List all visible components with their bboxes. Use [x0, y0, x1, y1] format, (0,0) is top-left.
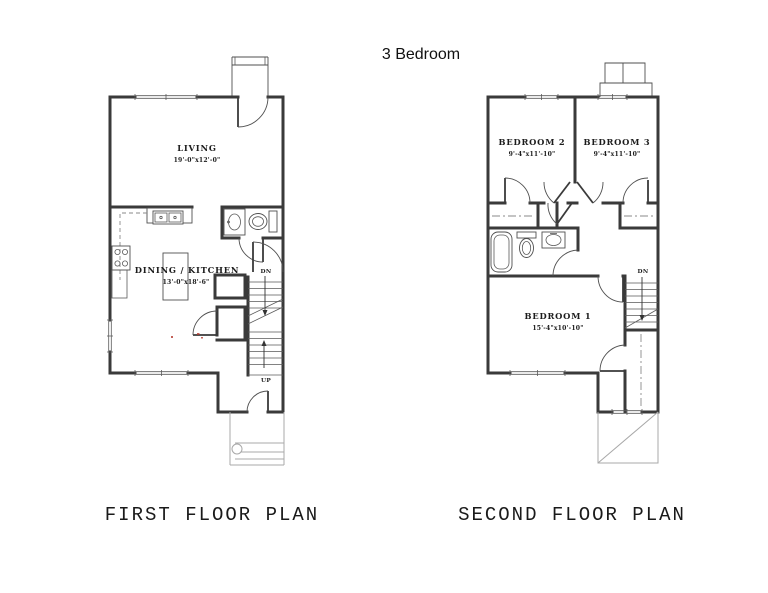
second-floor-stairs: DN — [624, 269, 659, 329]
toilet-tank — [268, 210, 278, 233]
second-floor-plan-drawing: DN BEDROOM 2 9'-4"x11'-10" BEDROOM 3 9'-… — [486, 62, 660, 464]
range-stove — [111, 245, 131, 271]
bathroom-vanity — [223, 208, 246, 236]
second-floor-caption: SECOND FLOOR PLAN — [458, 504, 686, 526]
toilet-tank — [516, 231, 537, 239]
entry-vestibule — [231, 56, 269, 97]
first-floor-plan-drawing: DN UP LIVING 19'-0"x12'-0" DINING / KITC… — [107, 56, 285, 466]
bedroom2-dims: 9'-4"x11'-10" — [509, 151, 556, 158]
first-floor-stairs: DN UP — [247, 269, 284, 384]
second-floor-doors — [504, 177, 649, 372]
closet-centerlines — [492, 215, 654, 408]
sheet-title: 3 Bedroom — [381, 46, 461, 63]
first-floor-porch — [229, 412, 285, 466]
stair-dn-label: DN — [638, 269, 649, 275]
bedroom3-label: BEDROOM 3 — [584, 137, 651, 147]
second-floor-labels: BEDROOM 2 9'-4"x11'-10" BEDROOM 3 9'-4"x… — [499, 137, 651, 332]
living-dims: 19'-0"x12'-0" — [174, 157, 221, 164]
living-label: LIVING — [177, 143, 217, 153]
second-floor-windows — [509, 94, 643, 415]
first-floor-bathroom — [223, 208, 278, 236]
first-floor-walls — [108, 95, 285, 414]
second-floor-bathroom — [490, 231, 566, 273]
bedroom3-dims: 9'-4"x11'-10" — [594, 151, 641, 158]
bathroom-vanity — [541, 231, 566, 249]
bedroom1-label: BEDROOM 1 — [525, 311, 592, 321]
first-floor-labels: LIVING 19'-0"x12'-0" DINING / KITCHEN 13… — [135, 143, 239, 286]
bedroom2-label: BEDROOM 2 — [499, 137, 566, 147]
porch-post — [231, 443, 243, 455]
red-specks — [171, 333, 203, 339]
dining-kitchen-label: DINING / KITCHEN — [135, 265, 239, 275]
second-floor-walls — [486, 95, 660, 414]
kitchen-island — [162, 252, 189, 301]
first-floor-doors — [192, 96, 284, 413]
toilet-bowl — [519, 238, 534, 258]
dining-kitchen-dims: 13'-0"x18'-6" — [163, 279, 210, 286]
porch-roof — [597, 411, 659, 464]
bathtub — [490, 231, 513, 273]
bedroom1-dims: 15'-4"x10'-10" — [532, 325, 583, 332]
chimney — [599, 62, 653, 97]
stair-dn-label: DN — [261, 269, 272, 275]
stair-up-label: UP — [261, 378, 271, 384]
first-floor-windows — [107, 94, 198, 376]
first-floor-caption: FIRST FLOOR PLAN — [104, 504, 320, 526]
kitchen-fixtures — [111, 207, 193, 301]
toilet-bowl — [248, 213, 268, 230]
